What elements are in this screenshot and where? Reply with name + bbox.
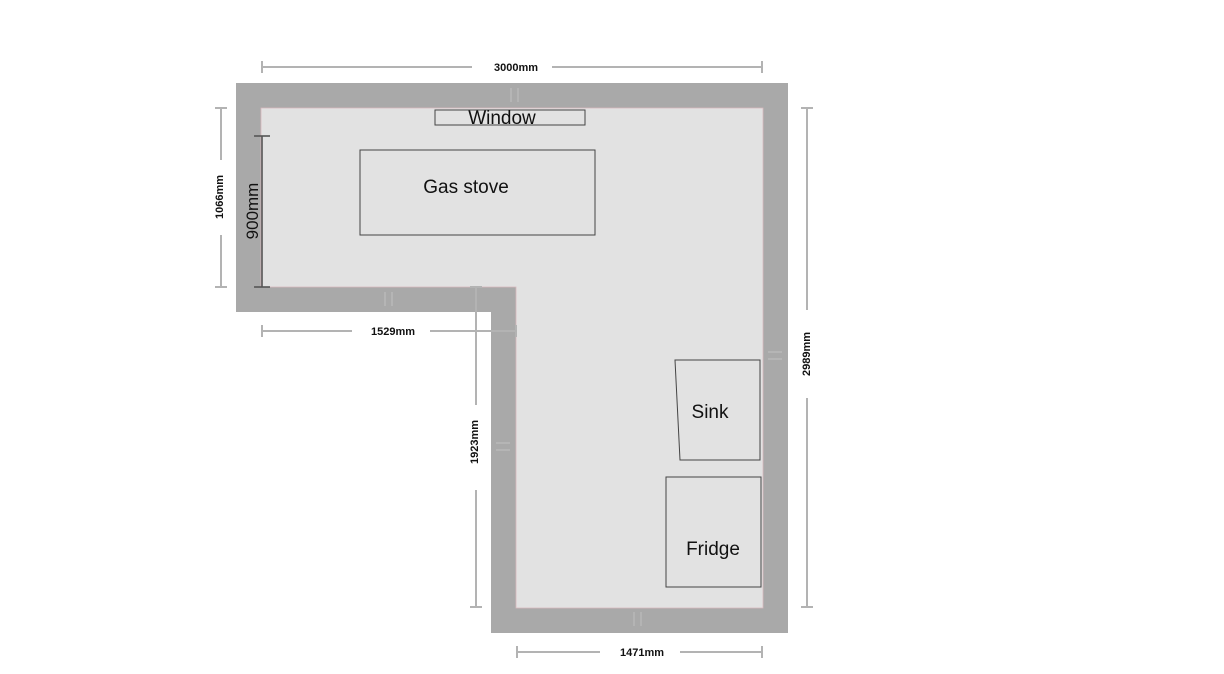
gas-stove[interactable]: Gas stove bbox=[359, 149, 596, 236]
fridge[interactable]: Fridge bbox=[665, 476, 762, 588]
dimension-top: 3000mm bbox=[261, 61, 763, 74]
dimension-inner-vertical: 1923mm bbox=[469, 286, 482, 608]
dimension-left-outer: 1066mm bbox=[214, 107, 227, 288]
fridge-label: Fridge bbox=[686, 539, 740, 560]
dimension-bottom-label: 1471mm bbox=[620, 647, 664, 659]
dimension-bottom: 1471mm bbox=[516, 646, 763, 659]
wall-handle-inner-left[interactable] bbox=[496, 442, 510, 451]
gas-stove-label: Gas stove bbox=[423, 177, 509, 198]
wall-handle-bottom[interactable] bbox=[633, 612, 642, 626]
dimension-right-label: 2989mm bbox=[801, 332, 813, 376]
sink[interactable]: Sink bbox=[674, 359, 761, 461]
sink-label: Sink bbox=[692, 402, 729, 423]
dimension-left-inner: 900mm bbox=[243, 135, 270, 288]
dimension-inner-step: 1529mm bbox=[261, 325, 517, 338]
dimension-inner-vertical-label: 1923mm bbox=[469, 420, 481, 464]
window[interactable]: Window bbox=[434, 108, 586, 129]
wall-handle-top[interactable] bbox=[510, 88, 519, 102]
dimension-right: 2989mm bbox=[801, 107, 813, 608]
dimension-left-outer-label: 1066mm bbox=[214, 175, 226, 219]
dimension-top-label: 3000mm bbox=[494, 62, 538, 74]
window-label: Window bbox=[468, 108, 536, 129]
dimension-left-inner-label: 900mm bbox=[243, 183, 262, 240]
wall-handle-inner-top[interactable] bbox=[384, 292, 393, 306]
dimension-inner-step-label: 1529mm bbox=[371, 326, 415, 338]
wall-handle-right[interactable] bbox=[768, 351, 782, 360]
